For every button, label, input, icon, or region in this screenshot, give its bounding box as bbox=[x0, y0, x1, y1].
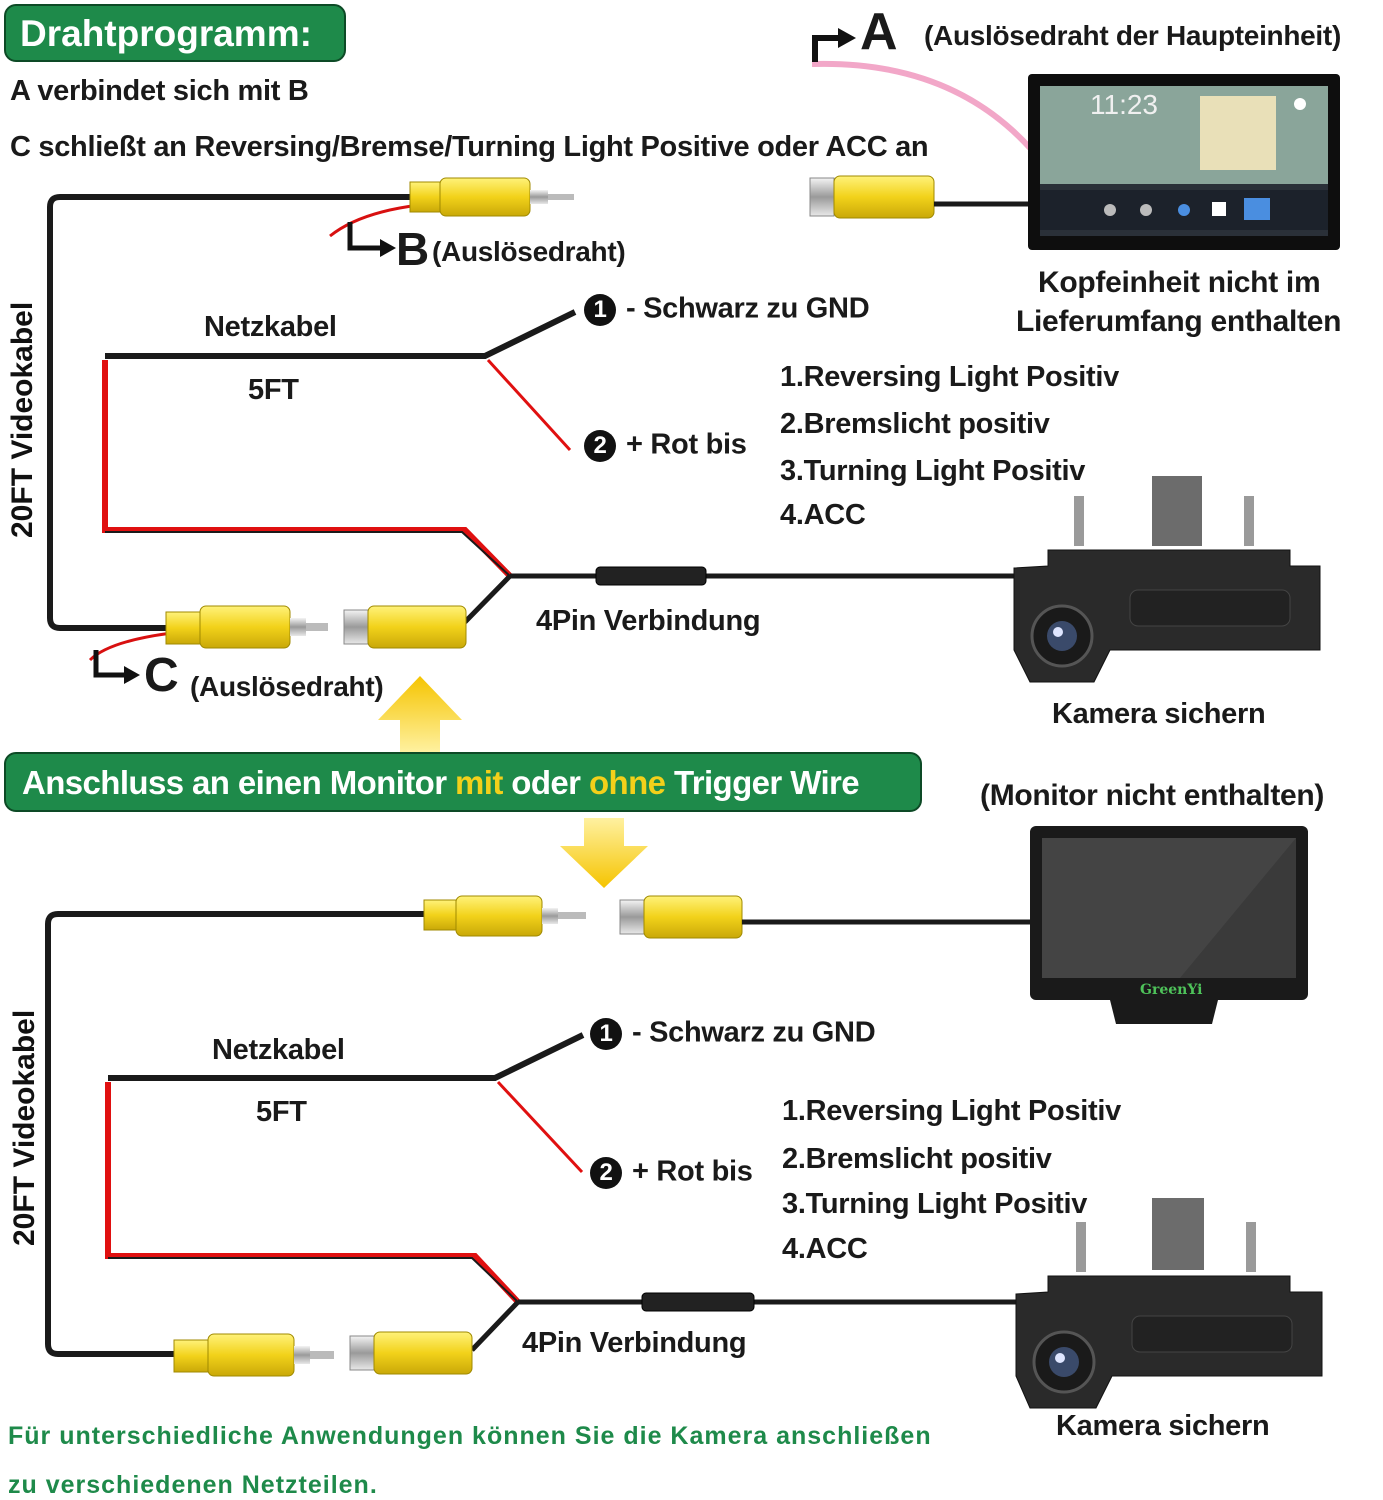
label-letter-b: B bbox=[396, 223, 429, 275]
connector-label-top: 4Pin Verbindung bbox=[536, 605, 761, 637]
camera-label-top: Kamera sichern bbox=[1052, 698, 1266, 730]
4pin-connector-bottom bbox=[641, 1292, 755, 1312]
option-top-4: 4.ACC bbox=[780, 499, 866, 531]
option-top-2: 2.Bremslicht positiv bbox=[780, 408, 1050, 440]
arrow-up-icon bbox=[378, 676, 462, 752]
option-bottom-4: 4.ACC bbox=[782, 1233, 868, 1265]
power-cable-label-top: Netzkabel bbox=[204, 311, 337, 343]
label-a-description: (Auslösedraht der Haupteinheit) bbox=[924, 20, 1341, 51]
rca-male-bottom-lower bbox=[173, 1333, 334, 1377]
rca-male-bottom-upper bbox=[423, 895, 586, 937]
rule-a-b: A verbindet sich mit B bbox=[10, 75, 309, 107]
footer-line-2: zu verschiedenen Netzteilen. bbox=[8, 1471, 378, 1499]
number-1-icon: 1 bbox=[584, 294, 616, 326]
trigger-wire-b bbox=[329, 203, 421, 238]
label-c-description: (Auslösedraht) bbox=[190, 671, 384, 702]
number-1-icon: 1 bbox=[590, 1018, 622, 1050]
red-instruction-top: 2+ Rot bis bbox=[584, 430, 747, 462]
rca-female-monitor bbox=[619, 895, 1034, 939]
arrow-c-icon bbox=[93, 650, 126, 678]
arrow-down-icon bbox=[560, 818, 648, 888]
option-top-3: 3.Turning Light Positiv bbox=[780, 455, 1086, 487]
camera-image-top bbox=[1013, 476, 1321, 683]
rca-female-camera-bottom bbox=[349, 1331, 473, 1375]
gnd-instruction-top: 1- Schwarz zu GND bbox=[584, 294, 870, 326]
rca-male-c bbox=[165, 605, 328, 649]
camera-image-bottom bbox=[1015, 1198, 1323, 1409]
video-cable-label-top: 20FT Videokabel bbox=[6, 301, 39, 538]
option-bottom-2: 2.Bremslicht positiv bbox=[782, 1143, 1052, 1175]
option-top-1: 1.Reversing Light Positiv bbox=[780, 361, 1119, 393]
monitor-image bbox=[1030, 826, 1308, 1024]
label-b-description: (Auslösedraht) bbox=[432, 236, 626, 267]
trigger-wire-a bbox=[811, 60, 1033, 151]
option-bottom-3: 3.Turning Light Positiv bbox=[782, 1188, 1088, 1220]
video-cable-label-bottom: 20FT Videokabel bbox=[8, 1009, 41, 1246]
rule-c: C schließt an Reversing/Bremse/Turning L… bbox=[10, 131, 929, 163]
connector-label-bottom: 4Pin Verbindung bbox=[522, 1327, 747, 1359]
gnd-instruction-bottom: 1- Schwarz zu GND bbox=[590, 1018, 876, 1050]
number-2-icon: 2 bbox=[590, 1157, 622, 1189]
rca-male-top bbox=[409, 177, 574, 217]
label-letter-c: C bbox=[144, 649, 179, 702]
monitor-brand: GreenYi bbox=[1140, 982, 1202, 998]
head-unit-image bbox=[1028, 74, 1340, 250]
head-unit-time: 11:23 bbox=[1090, 89, 1158, 120]
label-letter-a: A bbox=[860, 3, 898, 61]
arrow-a-icon bbox=[812, 35, 840, 62]
power-cable-red-bottom bbox=[105, 1082, 521, 1305]
power-cable-black-bottom bbox=[108, 1032, 585, 1081]
video-cable-bottom bbox=[45, 911, 424, 1357]
power-length-top: 5FT bbox=[248, 374, 299, 406]
option-bottom-1: 1.Reversing Light Positiv bbox=[782, 1095, 1121, 1127]
rca-female-camera-top bbox=[343, 605, 467, 649]
video-cable-top bbox=[47, 194, 410, 631]
title-banner: Drahtprogramm: bbox=[4, 4, 346, 62]
power-length-bottom: 5FT bbox=[256, 1096, 307, 1128]
4pin-connector-top bbox=[595, 566, 707, 586]
power-cable-black-top bbox=[105, 309, 577, 359]
camera-label-bottom: Kamera sichern bbox=[1056, 1410, 1270, 1442]
arrow-b-icon bbox=[347, 222, 382, 251]
red-instruction-bottom: 2+ Rot bis bbox=[590, 1157, 753, 1189]
power-cable-label-bottom: Netzkabel bbox=[212, 1034, 345, 1066]
head-unit-note-2: Lieferumfang enthalten bbox=[1016, 305, 1342, 338]
head-unit-note-1: Kopfeinheit nicht im bbox=[1038, 266, 1321, 299]
rca-female-head-unit bbox=[809, 175, 1030, 219]
power-cable-red-top bbox=[102, 360, 513, 579]
monitor-banner: Anschluss an einen Monitor mit oder ohne… bbox=[4, 752, 922, 812]
number-2-icon: 2 bbox=[584, 430, 616, 462]
footer-line-1: Für unterschiedliche Anwendungen können … bbox=[8, 1422, 932, 1450]
monitor-note: (Monitor nicht enthalten) bbox=[980, 779, 1325, 812]
